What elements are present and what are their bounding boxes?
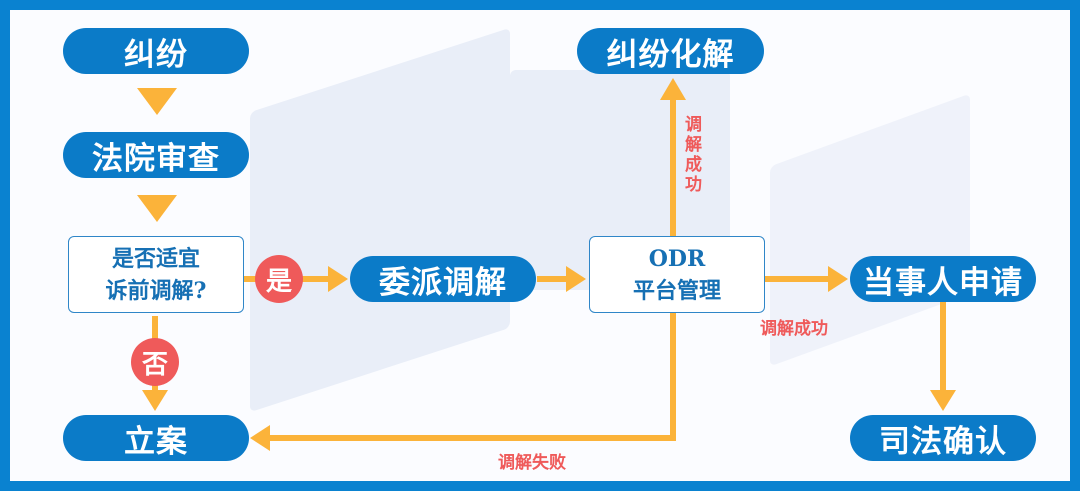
label-failure: 调解失败 xyxy=(498,453,566,473)
label-success-up: 调解成功 xyxy=(681,115,701,195)
node-decision: 是否适宜 诉前调解? xyxy=(68,236,244,313)
arrowhead-no xyxy=(142,390,168,411)
arrowhead-odr xyxy=(566,266,586,292)
node-file-case: 立案 xyxy=(63,415,249,461)
node-court-review: 法院审查 xyxy=(63,132,249,178)
arrowhead-confirm xyxy=(930,390,956,411)
no-badge: 否 xyxy=(131,338,179,386)
arrowhead-file xyxy=(250,425,270,451)
arrowhead-yes xyxy=(328,266,348,292)
node-party-apply: 当事人申请 xyxy=(850,256,1036,302)
node-assign-mediation: 委派调解 xyxy=(350,256,536,302)
decision-line1: 是否适宜 xyxy=(111,245,200,272)
arrowhead-resolved xyxy=(660,78,686,100)
decision-line2: 诉前调解? xyxy=(105,277,207,304)
node-judicial-confirm: 司法确认 xyxy=(850,415,1036,461)
arrowhead-party xyxy=(828,266,848,292)
arrow-review-to-decision xyxy=(137,195,177,222)
node-resolved: 纠纷化解 xyxy=(577,28,764,74)
label-success-right: 调解成功 xyxy=(760,319,828,339)
node-odr-platform: ODR 平台管理 xyxy=(589,236,765,313)
odr-line2: 平台管理 xyxy=(632,277,721,304)
yes-badge: 是 xyxy=(255,255,303,303)
arrow-dispute-to-review xyxy=(137,88,177,115)
odr-line1: ODR xyxy=(648,245,706,272)
line-failure xyxy=(268,312,676,441)
node-dispute: 纠纷 xyxy=(63,28,249,74)
